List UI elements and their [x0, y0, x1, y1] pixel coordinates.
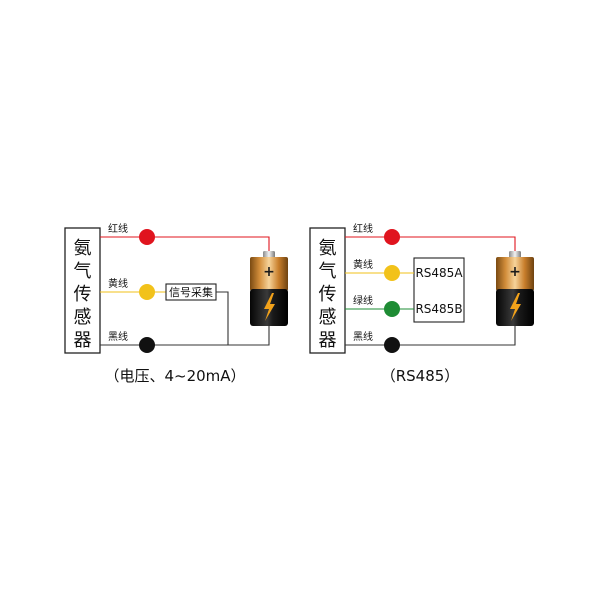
left-sensor-char-3: 传	[74, 284, 92, 305]
left-diagram: 氨 气 传 感 器 红线 黄线 信号采集 黑线 + （电压、4~20mA）	[64, 222, 288, 385]
left-yellow-terminal	[139, 284, 155, 300]
right-black-terminal	[384, 337, 400, 353]
left-caption: （电压、4~20mA）	[104, 367, 245, 385]
right-red-wire-label: 红线	[353, 222, 373, 235]
right-caption: （RS485）	[381, 367, 460, 385]
right-sensor-char-1: 氨	[319, 238, 337, 259]
lightning-icon	[264, 293, 275, 321]
right-green-terminal	[384, 301, 400, 317]
right-sensor-char-3: 传	[319, 284, 337, 305]
right-sensor-char-2: 气	[319, 261, 337, 282]
signal-box-to-ground-wire	[216, 291, 229, 345]
left-sensor-char-4: 感	[74, 307, 92, 328]
left-black-wire	[100, 325, 270, 346]
right-battery-plus-sign: +	[509, 264, 521, 280]
left-sensor-box	[64, 227, 101, 354]
right-green-wire-label: 绿线	[353, 294, 373, 307]
left-black-wire-label: 黑线	[108, 330, 128, 343]
left-black-terminal	[139, 337, 155, 353]
right-red-terminal	[384, 229, 400, 245]
right-red-wire	[345, 236, 516, 254]
lightning-icon	[510, 293, 521, 321]
rs485b-label: RS485B	[415, 302, 462, 316]
right-yellow-terminal	[384, 265, 400, 281]
signal-acquisition-label: 信号采集	[169, 285, 213, 299]
right-sensor-char-4: 感	[319, 307, 337, 328]
right-battery: +	[496, 251, 534, 326]
left-battery-plus-sign: +	[263, 264, 275, 280]
right-black-wire-label: 黑线	[353, 330, 373, 343]
right-battery-gold-top	[496, 257, 534, 291]
left-sensor-char-5: 器	[74, 330, 92, 351]
right-diagram: 氨 气 传 感 器 红线 黄线 RS485A 绿线 RS485B 黑线 +	[309, 222, 534, 385]
left-battery: +	[250, 251, 288, 326]
right-sensor-char-5: 器	[319, 330, 337, 351]
right-black-wire	[345, 325, 516, 346]
right-battery-cap	[509, 251, 521, 258]
rs485-box	[413, 257, 465, 323]
rs485a-label: RS485A	[415, 266, 463, 280]
left-battery-gold-top	[250, 257, 288, 291]
left-yellow-wire-label: 黄线	[108, 277, 128, 290]
right-sensor-box	[309, 227, 346, 354]
left-sensor-char-1: 氨	[74, 238, 92, 259]
left-red-wire	[100, 236, 270, 254]
left-sensor-char-2: 气	[74, 261, 92, 282]
right-yellow-wire-label: 黄线	[353, 258, 373, 271]
left-red-terminal	[139, 229, 155, 245]
left-red-wire-label: 红线	[108, 222, 128, 235]
left-battery-cap	[263, 251, 275, 258]
